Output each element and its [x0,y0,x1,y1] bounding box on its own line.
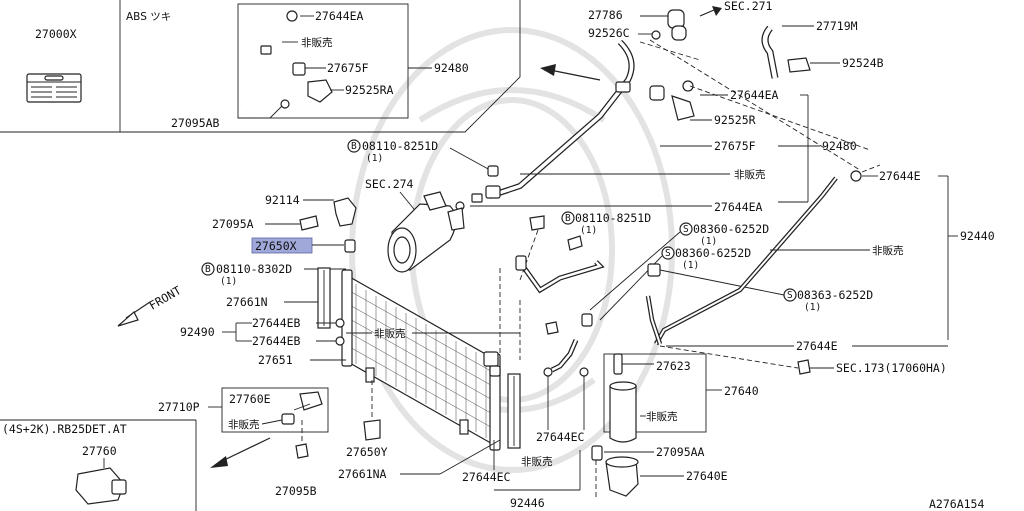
highlight-27650X [251,237,313,254]
bolt-08110-8251D-a: B 08110-8251D (1) [347,139,499,177]
label-27644E-low[interactable]: 27644E [796,339,838,353]
not-for-sale-upper: 非販売 [734,168,766,181]
label-92490[interactable]: 92490 [180,325,215,339]
abs-box-label: ABS ツキ [126,11,171,23]
label-sec271[interactable]: SEC.271 [724,0,773,13]
label-92480[interactable]: 92480 [822,139,857,153]
label-08110-8251D-a[interactable]: 08110-8251D [362,139,438,153]
label-27719M[interactable]: 27719M [816,19,858,33]
label-box-section: 27000X [0,0,121,133]
label-92525R[interactable]: 92525R [714,113,756,127]
svg-text:B: B [351,141,357,152]
label-92446[interactable]: 92446 [510,496,545,510]
label-08360-a[interactable]: 08360-6252D [693,222,769,236]
bracket-92114-group: 92114 27095A 27650X [212,193,357,254]
svg-text:(1): (1) [220,276,237,287]
label-27760E[interactable]: 27760E [229,392,271,406]
label-27640[interactable]: 27640 [724,384,759,398]
bolt-08110-8302D: B 08110-8302D (1) [201,262,346,287]
upper-pipe-92480 [455,39,871,211]
label-27640E[interactable]: 27640E [686,469,728,483]
engine-variant-section: (4S+2K).RB25DET.AT 27760 [0,419,197,511]
svg-text:(1): (1) [366,153,383,164]
label-27786[interactable]: 27786 [588,8,623,22]
abs-section: ABS ツキ 27644EA 非販売 27675F 92525RA 92480 … [120,0,521,133]
label-engine-variant[interactable]: (4S+2K).RB25DET.AT [2,422,127,436]
svg-text:S: S [787,290,793,301]
label-27644EB-b[interactable]: 27644EB [252,334,301,348]
label-27095B[interactable]: 27095B [275,484,317,498]
svg-text:(1): (1) [682,260,699,271]
label-27644EA-mid[interactable]: 27644EA [730,88,779,102]
label-sec274[interactable]: SEC.274 [365,177,414,191]
not-for-sale-27710P: 非販売 [228,418,260,431]
label-27650X[interactable]: 27650X [255,239,297,253]
not-for-sale-27640: 非販売 [646,410,678,423]
label-27095AA[interactable]: 27095AA [656,445,705,459]
label-27675F[interactable]: 27675F [714,139,756,153]
right-pipe-92440: 27644E 92440 非販売 27644E SEC.173(17060HA) [645,164,995,375]
not-for-sale-abs: 非販売 [301,36,333,49]
bolts-08360-08363: S 08360-6252D (1) S 08360-6252D (1) S 08… [589,222,873,321]
diagram-id: A276A154 [929,497,984,511]
label-27760[interactable]: 27760 [82,444,117,458]
label-27623[interactable]: 27623 [656,359,691,373]
label-27661NA[interactable]: 27661NA [338,467,387,481]
top-right-parts: 27786 92526C SEC.271 27719M 92524B [588,0,884,79]
svg-text:S: S [665,248,671,259]
svg-text:B: B [205,264,211,275]
not-for-sale-92446: 非販売 [521,455,553,468]
label-27710P[interactable]: 27710P [158,400,200,414]
label-27644E-top[interactable]: 27644E [879,169,921,183]
label-08363[interactable]: 08363-6252D [797,288,873,302]
label-08360-b[interactable]: 08360-6252D [675,246,751,260]
label-27644EA-low[interactable]: 27644EA [714,200,763,214]
lower-pipe-92446: 27644EC 非販売 27644EC 92446 [462,313,593,510]
label-27661N[interactable]: 27661N [226,295,268,309]
bolt-08110-8251D-b: B 08110-8251D (1) [519,211,651,281]
label-27095A[interactable]: 27095A [212,217,254,231]
not-for-sale-right: 非販売 [872,244,904,257]
right-upper-labels: 27644EA 92525R 27675F 92480 非販売 27644EA [470,88,857,214]
label-92525RA[interactable]: 92525RA [345,83,394,97]
label-27095AB[interactable]: 27095AB [171,116,220,130]
label-27644EB-a[interactable]: 27644EB [252,316,301,330]
label-27651[interactable]: 27651 [258,353,293,367]
label-92524B[interactable]: 92524B [842,56,884,70]
svg-text:(1): (1) [580,225,597,236]
label-27000X[interactable]: 27000X [35,27,77,41]
label-27650Y[interactable]: 27650Y [346,445,388,459]
label-sec173[interactable]: SEC.173(17060HA) [836,361,947,375]
svg-text:(1): (1) [804,302,821,313]
label-92480-top[interactable]: 92480 [434,61,469,75]
label-92526C[interactable]: 92526C [588,26,630,40]
svg-text:(1): (1) [700,236,717,247]
svg-text:B: B [565,213,571,224]
bracket-27710P-group: 27710P 27760E 非販売 [158,387,329,433]
hose-92490-group: 27644EB 27644EB 92490 非販売 [180,255,605,360]
svg-text:S: S [683,224,689,235]
condenser-27651: 27651 [258,269,501,451]
compressor-sec274: SEC.274 [365,177,465,273]
front-arrow: FRONT [117,283,184,327]
label-27644EC-b[interactable]: 27644EC [462,470,511,484]
label-92114[interactable]: 92114 [265,193,300,207]
bottom-arrow [210,437,271,468]
label-27675F-top[interactable]: 27675F [327,61,369,75]
label-08110-8302D[interactable]: 08110-8302D [216,262,292,276]
label-92440[interactable]: 92440 [960,229,995,243]
label-27644EA-top[interactable]: 27644EA [315,9,364,23]
bottom-mounts: 27650Y 27661NA 27095B [275,373,521,498]
label-front[interactable]: FRONT [147,283,184,312]
receiver-drier-27640: 27623 非販売 27640 27095AA 27640E [591,353,759,500]
label-27644EC-a[interactable]: 27644EC [536,430,585,444]
bar-27661N: 27661N [226,267,331,329]
label-08110-8251D-b[interactable]: 08110-8251D [575,211,651,225]
not-for-sale-92490: 非販売 [374,327,406,340]
